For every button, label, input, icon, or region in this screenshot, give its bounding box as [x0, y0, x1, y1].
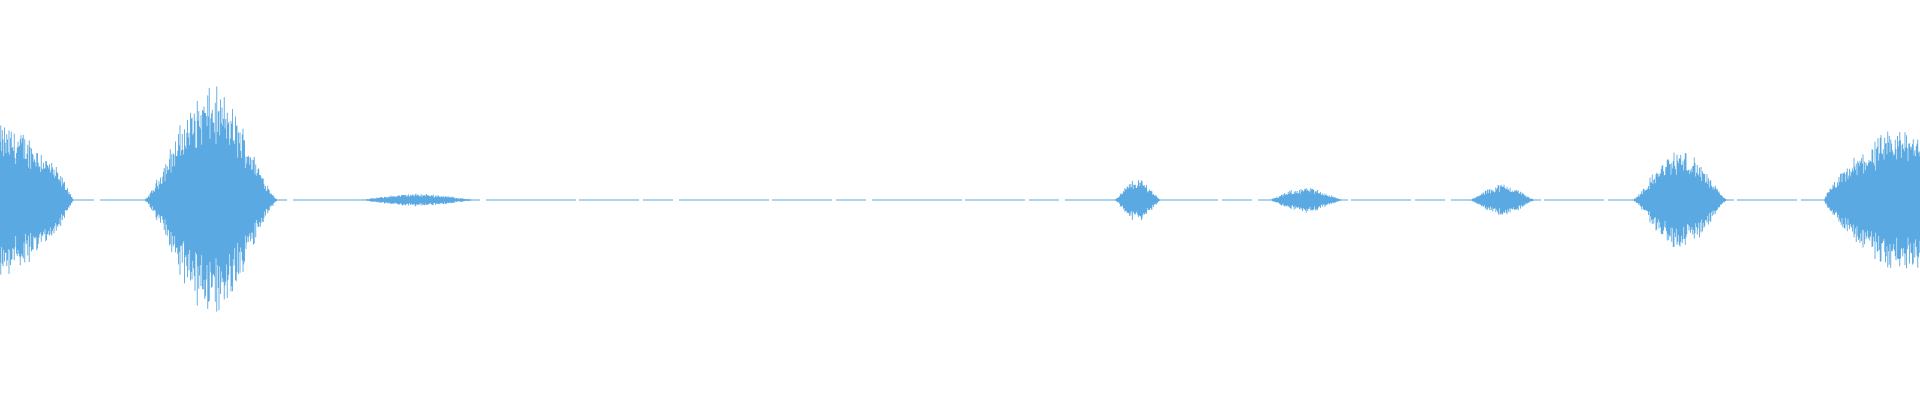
waveform-peaks	[1824, 131, 1920, 269]
waveform-segment	[355, 193, 480, 207]
waveform-segment	[0, 125, 74, 275]
waveform-peaks	[0, 125, 74, 275]
waveform-peaks	[1469, 184, 1536, 216]
waveform-segment	[144, 86, 279, 312]
waveform-peaks	[144, 86, 279, 312]
waveform-segment	[1113, 180, 1162, 221]
waveform-peaks	[1267, 188, 1345, 213]
waveform-peaks	[1632, 152, 1728, 248]
waveform-segment	[1824, 131, 1920, 269]
waveform-peaks	[1113, 180, 1162, 221]
waveform-segment	[1267, 188, 1345, 213]
waveform-peaks	[355, 193, 480, 207]
waveform-segment	[1632, 152, 1728, 248]
waveform-segment	[1469, 184, 1536, 216]
